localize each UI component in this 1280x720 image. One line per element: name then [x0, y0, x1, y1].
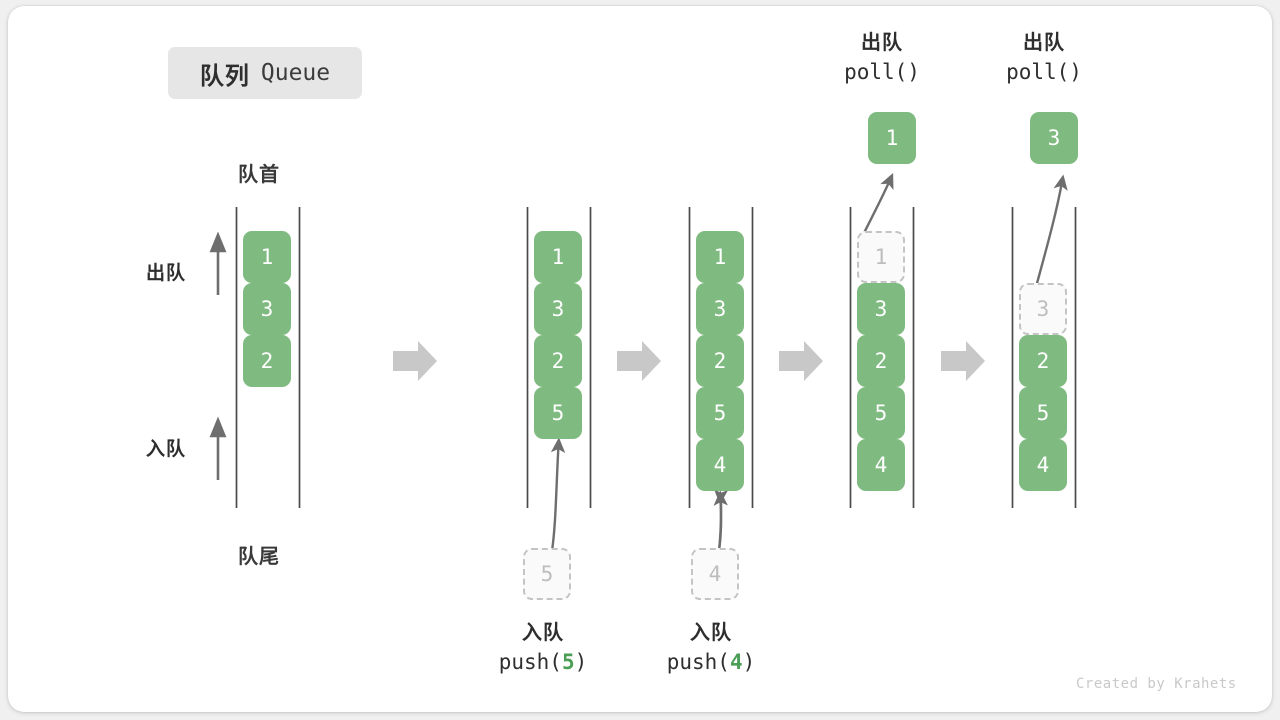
queue-cell: 4	[1019, 439, 1067, 491]
queue-cell-ghost: 3	[1019, 283, 1067, 335]
queue-cell: 3	[243, 283, 291, 335]
push-5-label: 入队 push(5)	[443, 620, 643, 677]
push-4-code-value: 4	[729, 649, 743, 674]
push-4-label-code: push(4)	[611, 648, 811, 677]
queue-cell: 2	[696, 335, 744, 387]
push-5-code-prefix: push(	[498, 649, 562, 674]
push-5-label-cn: 入队	[522, 622, 564, 644]
queue-cell: 1	[534, 231, 582, 283]
queue-cell: 3	[696, 283, 744, 335]
poll-3-label-code: poll()	[963, 58, 1125, 87]
credit-text: Created by Krahets	[1076, 676, 1237, 692]
title-badge: 队列 Queue	[168, 47, 362, 99]
incoming-ghost-cell: 5	[523, 548, 571, 600]
push-5-code-suffix: )	[574, 649, 588, 674]
poll-3-code-prefix: poll(	[1006, 59, 1070, 84]
queue-cell: 3	[534, 283, 582, 335]
poll-3-code-suffix: )	[1069, 59, 1082, 84]
queue-rear-label: 队尾	[238, 546, 280, 568]
poll-3-label-cn: 出队	[1023, 32, 1065, 54]
outgoing-cell: 3	[1030, 112, 1078, 164]
queue-cell-new: 4	[696, 439, 744, 491]
queue-cell: 5	[1019, 387, 1067, 439]
queue-cell: 2	[857, 335, 905, 387]
poll-1-label: 出队 poll()	[801, 30, 963, 87]
title-cn: 队列	[199, 62, 250, 90]
diagram-card	[8, 6, 1272, 712]
queue-cell: 1	[696, 231, 744, 283]
queue-front-label: 队首	[238, 164, 280, 186]
queue-cell: 1	[243, 231, 291, 283]
queue-cell: 2	[1019, 335, 1067, 387]
queue-cell-new: 5	[534, 387, 582, 439]
queue-cell: 2	[243, 335, 291, 387]
enqueue-side-label: 入队	[146, 439, 187, 460]
queue-cell-ghost: 1	[857, 231, 905, 283]
poll-1-code-prefix: poll(	[844, 59, 908, 84]
queue-cell: 3	[857, 283, 905, 335]
poll-1-label-code: poll()	[801, 58, 963, 87]
dequeue-side-label: 出队	[146, 263, 187, 284]
push-4-code-suffix: )	[742, 649, 756, 674]
poll-1-label-cn: 出队	[861, 32, 903, 54]
incoming-ghost-cell: 4	[691, 548, 739, 600]
push-4-label: 入队 push(4)	[611, 620, 811, 677]
title-en: Queue	[260, 60, 331, 86]
poll-3-label: 出队 poll()	[963, 30, 1125, 87]
queue-cell: 5	[857, 387, 905, 439]
queue-cell: 2	[534, 335, 582, 387]
queue-cell: 5	[696, 387, 744, 439]
push-5-label-code: push(5)	[443, 648, 643, 677]
outgoing-cell: 1	[868, 112, 916, 164]
push-4-code-prefix: push(	[666, 649, 730, 674]
push-5-code-value: 5	[561, 649, 575, 674]
queue-cell: 4	[857, 439, 905, 491]
push-4-label-cn: 入队	[690, 622, 732, 644]
poll-1-code-suffix: )	[907, 59, 920, 84]
